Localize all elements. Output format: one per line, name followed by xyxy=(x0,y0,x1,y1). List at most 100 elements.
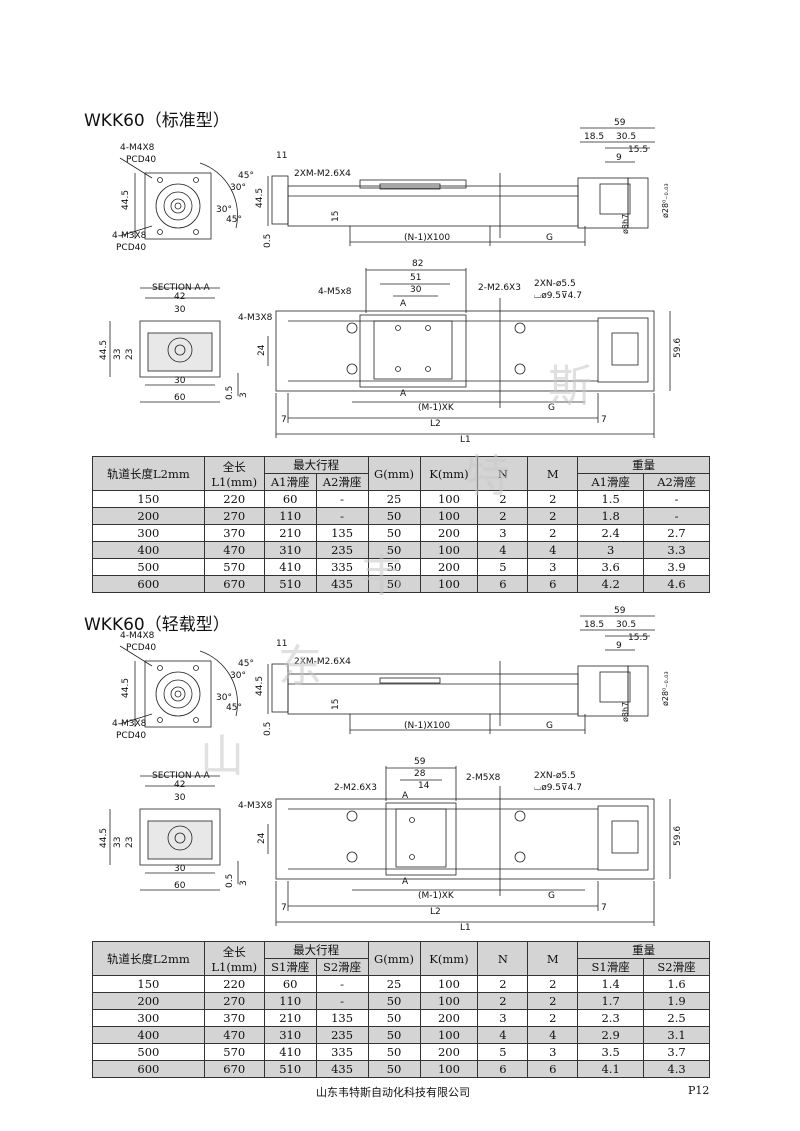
cell: 1.5 xyxy=(577,490,645,508)
header-w2: S2滑座 xyxy=(643,958,710,976)
plan-l1-2: L1 xyxy=(460,923,471,933)
section-d42-2: 42 xyxy=(174,780,185,790)
cell: 335 xyxy=(315,1043,369,1061)
end-d28-2: ø28⁰₋₀.₀₃ xyxy=(661,671,670,706)
plan-d51: 51 xyxy=(410,273,421,283)
cell: 3.5 xyxy=(577,1043,645,1061)
cell: 3.9 xyxy=(643,558,710,576)
cell: 410 xyxy=(263,1043,317,1061)
cell: 50 xyxy=(367,992,421,1010)
end-d9: 9 xyxy=(616,153,622,163)
cell: 510 xyxy=(263,575,317,593)
end-w59: 59 xyxy=(614,118,626,128)
section-d60: 60 xyxy=(174,393,186,403)
side-hole-note-2: 2XM-M2.6X4 xyxy=(294,657,351,667)
flange-bottom-label: 4-M3X8 xyxy=(112,231,147,241)
plan-m5: 4-M5x8 xyxy=(318,287,352,297)
cell: 110 xyxy=(263,992,317,1010)
cell: 100 xyxy=(419,975,479,993)
cell: - xyxy=(315,507,369,525)
plan-d7-left-2: 7 xyxy=(281,903,287,913)
plan-d30: 30 xyxy=(410,285,422,295)
cell: 3 xyxy=(577,541,645,559)
cell: 3 xyxy=(477,524,529,542)
cell: 3.1 xyxy=(643,1026,710,1044)
cell: 3.7 xyxy=(643,1043,710,1061)
header-s1: A1滑座 xyxy=(263,473,317,491)
cell: 5 xyxy=(477,558,529,576)
cell: 2.9 xyxy=(577,1026,645,1044)
plan-l2: L2 xyxy=(430,419,441,429)
cell: 600 xyxy=(92,1060,205,1078)
cell: 3 xyxy=(477,1009,529,1027)
header-total: 全长L1(mm) xyxy=(203,941,265,976)
header-n: N xyxy=(477,941,529,976)
section-d30a-2: 30 xyxy=(174,793,186,803)
flange-angle-4: 45° xyxy=(226,215,242,225)
plan-a-bottom: A xyxy=(400,389,407,399)
header-total: 全长L1(mm) xyxy=(203,456,265,491)
cell: 50 xyxy=(367,558,421,576)
flange-bottom-pcd: PCD40 xyxy=(116,243,146,253)
header-w2: A2滑座 xyxy=(643,473,710,491)
cell: 25 xyxy=(367,490,421,508)
cell: 200 xyxy=(92,992,205,1010)
cell: 1.8 xyxy=(577,507,645,525)
section-d445: 44.5 xyxy=(99,340,109,360)
cell: 220 xyxy=(203,490,265,508)
spec-table-light: 轨道长度L2mm 全长L1(mm) 最大行程 G(mm) K(mm) N M 重… xyxy=(92,941,710,1078)
cell: 2 xyxy=(527,992,579,1010)
flange-top-label-2: 4-M4X8 xyxy=(120,631,155,641)
section-d60-2: 60 xyxy=(174,881,186,891)
cell: 500 xyxy=(92,1043,205,1061)
cell: 2.4 xyxy=(577,524,645,542)
flange-angle-4-2: 45° xyxy=(226,703,242,713)
side-hole-note: 2XM-M2.6X4 xyxy=(294,169,351,179)
cell: 50 xyxy=(367,1026,421,1044)
side-dim-low: 0.5 xyxy=(263,234,273,248)
cell: 200 xyxy=(419,558,479,576)
plan-g: G xyxy=(548,403,555,413)
header-s2: A2滑座 xyxy=(315,473,369,491)
plan-a-top: A xyxy=(400,299,407,309)
cell: 3 xyxy=(527,1043,579,1061)
section-d23-2: 23 xyxy=(125,837,135,848)
cell: 100 xyxy=(419,1026,479,1044)
flange-angle-3-2: 30° xyxy=(216,693,232,703)
plan-m26: 2-M2.6X3 xyxy=(478,283,521,293)
cell: 50 xyxy=(367,1009,421,1027)
flange-angle-1-2: 45° xyxy=(238,659,254,669)
cell: 4 xyxy=(527,1026,579,1044)
section-d445-2: 44.5 xyxy=(99,828,109,848)
plan-d28: 28 xyxy=(414,769,426,779)
flange-top-pcd-2: PCD40 xyxy=(126,643,156,653)
cell: 435 xyxy=(315,1060,369,1078)
cell: 570 xyxy=(203,558,265,576)
cell: 235 xyxy=(315,541,369,559)
cell: 300 xyxy=(92,524,205,542)
header-m: M xyxy=(527,456,579,491)
flange-bottom-pcd-2: PCD40 xyxy=(116,731,146,741)
cell: 100 xyxy=(419,1060,479,1078)
end-d185: 18.5 xyxy=(584,132,604,142)
cell: 220 xyxy=(203,975,265,993)
cell: 400 xyxy=(92,1026,205,1044)
header-n: N xyxy=(477,456,529,491)
cell: 150 xyxy=(92,490,205,508)
cell: 100 xyxy=(419,575,479,593)
cell: 500 xyxy=(92,558,205,576)
cell: 150 xyxy=(92,975,205,993)
header-w1: S1滑座 xyxy=(577,958,645,976)
cell: 3 xyxy=(527,558,579,576)
footer-page-number: P12 xyxy=(688,1084,710,1097)
side-pitch: (N-1)X100 xyxy=(404,233,450,243)
plan-a-top-2: A xyxy=(402,791,409,801)
cell: 270 xyxy=(203,507,265,525)
cell: 310 xyxy=(263,1026,317,1044)
flange-height-2: 44.5 xyxy=(121,678,131,698)
drawing-standard: 4-M4X8 PCD40 4-M3X8 PCD40 44.5 45° 30° 3… xyxy=(99,118,683,445)
end-d28: ø28⁰₋₀.₀₃ xyxy=(661,183,670,218)
